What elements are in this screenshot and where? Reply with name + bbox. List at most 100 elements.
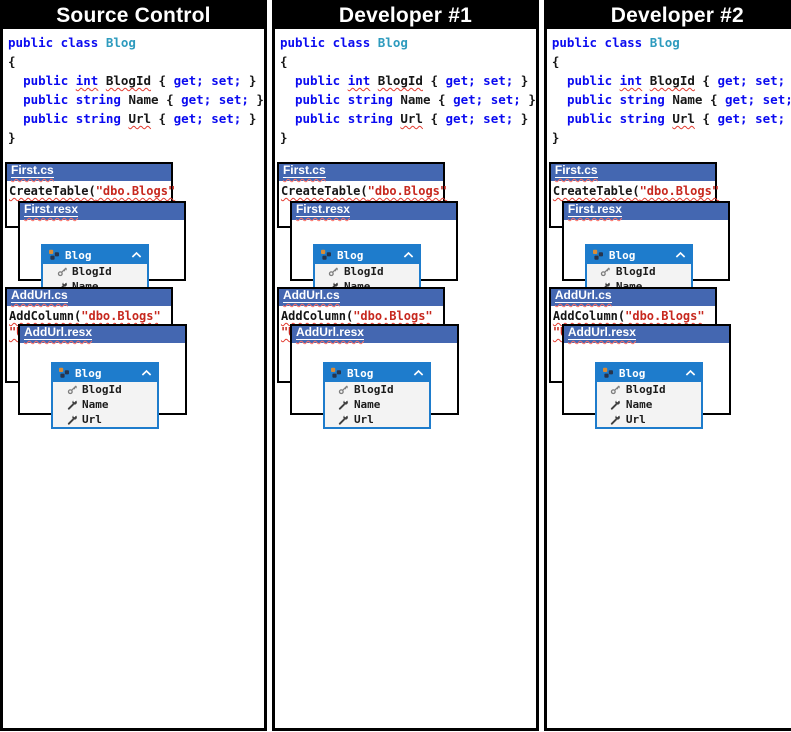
code-line: public string Url { get; set; } xyxy=(566,111,786,126)
window-titlebar: AddUrl.cs xyxy=(278,288,443,306)
chevron-up-icon[interactable] xyxy=(141,369,152,377)
entity-icon xyxy=(592,249,604,261)
entity-header: Blog xyxy=(314,246,419,264)
entity-name: Blog xyxy=(75,366,102,380)
window-addurl-resx: AddUrl.resx Blog xyxy=(18,324,187,429)
entity-row-label: Url xyxy=(82,413,102,426)
window-title: First.resx xyxy=(24,202,79,217)
entity-blog: Blog BlogId xyxy=(322,362,431,429)
code-snippet: public class Blog { public int BlogId { … xyxy=(3,29,264,147)
entity-row-label: BlogId xyxy=(343,265,384,278)
wrench-icon xyxy=(66,399,78,410)
entity-row: BlogId xyxy=(43,264,147,279)
window-first-resx: First.resx Blog xyxy=(289,201,458,296)
code-line: public int BlogId { get; set; } xyxy=(295,73,529,88)
window-body: AddColumn("dbo.Blogs" "U xyxy=(7,306,171,342)
entity-name: Blog xyxy=(336,248,364,262)
window-titlebar: First.resx xyxy=(291,202,456,220)
window-body: Blog BlogId xyxy=(564,220,728,296)
entity-row-label: Url xyxy=(353,413,374,426)
window-titlebar: AddUrl.cs xyxy=(550,288,715,306)
entity-blog: Blog BlogId xyxy=(51,362,159,429)
code-line: CreateTable("dbo.Blogs" xyxy=(552,184,720,198)
window-addurl-resx: AddUrl.resx Blog xyxy=(289,324,459,429)
entity-row-label: Name xyxy=(353,398,381,411)
column-title: Source Control xyxy=(56,4,211,27)
window-title: First.cs xyxy=(554,163,598,178)
window-body: Blog BlogId xyxy=(20,343,185,429)
column-header: Developer #1 xyxy=(274,3,536,29)
window-title: First.cs xyxy=(282,163,326,178)
entity-row-label: Name xyxy=(625,398,653,411)
window-body: AddColumn("dbo.Blogs" "U xyxy=(551,306,715,342)
entity-name: Blog xyxy=(618,366,646,380)
code-snippet: public class Blog { public int BlogId { … xyxy=(275,29,536,147)
window-title: First.resx xyxy=(567,202,622,217)
entity-rows: BlogId Name Url xyxy=(597,382,701,427)
key-icon xyxy=(338,384,350,395)
window-title: AddUrl.resx xyxy=(295,325,364,340)
code-line: { xyxy=(551,54,560,69)
entity-row-label: BlogId xyxy=(353,383,394,396)
entity-row: Name xyxy=(325,397,429,412)
code-line: public string Name { get; set; } xyxy=(566,92,791,107)
column-header: Source Control xyxy=(3,3,264,29)
code-line: public int BlogId { get; set; } xyxy=(566,73,786,88)
code-line: } xyxy=(8,130,16,145)
window-first-resx: First.resx Blog xyxy=(561,201,730,296)
wrench-icon xyxy=(66,414,78,425)
entity-rows: BlogId Name Url xyxy=(53,382,157,427)
entity-row-label: BlogId xyxy=(82,383,122,396)
window-title: AddUrl.cs xyxy=(554,288,612,303)
chevron-up-icon[interactable] xyxy=(403,251,414,259)
entity-header: Blog xyxy=(596,364,701,382)
entity-row: BlogId xyxy=(325,382,429,397)
key-icon xyxy=(600,266,612,277)
chevron-up-icon[interactable] xyxy=(675,251,686,259)
window-first-resx: First.resx Blog xyxy=(18,201,186,296)
chevron-up-icon[interactable] xyxy=(685,369,696,377)
wrench-icon xyxy=(338,399,350,410)
key-icon xyxy=(56,266,68,277)
entity-rows: BlogId Name Url xyxy=(325,382,429,427)
panel-developer-1: Developer #1 public class Blog { public … xyxy=(271,0,539,731)
code-line: public class Blog xyxy=(551,35,680,50)
code-line: AddColumn("dbo.Blogs" xyxy=(280,309,433,323)
code-line: AddColumn("dbo.Blogs" xyxy=(552,309,705,323)
entity-icon xyxy=(48,249,60,261)
entity-icon xyxy=(330,367,342,379)
entity-row: Name xyxy=(53,397,157,412)
entity-row-label: BlogId xyxy=(615,265,656,278)
code-line: public int BlogId { get; set; } xyxy=(23,73,257,88)
code-line: public class Blog xyxy=(279,35,408,50)
entity-icon xyxy=(320,249,332,261)
window-title: AddUrl.resx xyxy=(567,325,636,340)
chevron-up-icon[interactable] xyxy=(131,251,142,259)
window-title: AddUrl.cs xyxy=(282,288,340,303)
window-body: CreateTable("dbo.Blogs" xyxy=(7,181,175,201)
code-line: public class Blog xyxy=(8,35,136,50)
window-titlebar: AddUrl.resx xyxy=(20,325,185,343)
window-title: AddUrl.cs xyxy=(11,288,68,303)
entity-name: Blog xyxy=(346,366,374,380)
code-line: public string Url { get; set; } xyxy=(295,111,529,126)
window-titlebar: First.cs xyxy=(7,163,171,181)
entity-row: Url xyxy=(53,412,157,427)
code-snippet: public class Blog { public int BlogId { … xyxy=(547,29,791,147)
wrench-icon xyxy=(338,414,350,425)
window-titlebar: AddUrl.cs xyxy=(7,288,171,306)
window-title: First.resx xyxy=(295,202,350,217)
entity-header: Blog xyxy=(43,246,147,264)
code-line: public string Name { get; set; } xyxy=(295,92,536,107)
wrench-icon xyxy=(610,414,622,425)
panel-source-control: Source Control public class Blog { publi… xyxy=(0,0,267,731)
code-line: } xyxy=(551,130,560,145)
window-titlebar: AddUrl.resx xyxy=(563,325,729,343)
column-title: Developer #2 xyxy=(610,4,744,27)
window-body: Blog BlogId xyxy=(292,220,456,296)
chevron-up-icon[interactable] xyxy=(413,369,424,377)
entity-name: Blog xyxy=(608,248,636,262)
window-body: Blog BlogId xyxy=(20,220,184,296)
code-line: } xyxy=(279,130,288,145)
